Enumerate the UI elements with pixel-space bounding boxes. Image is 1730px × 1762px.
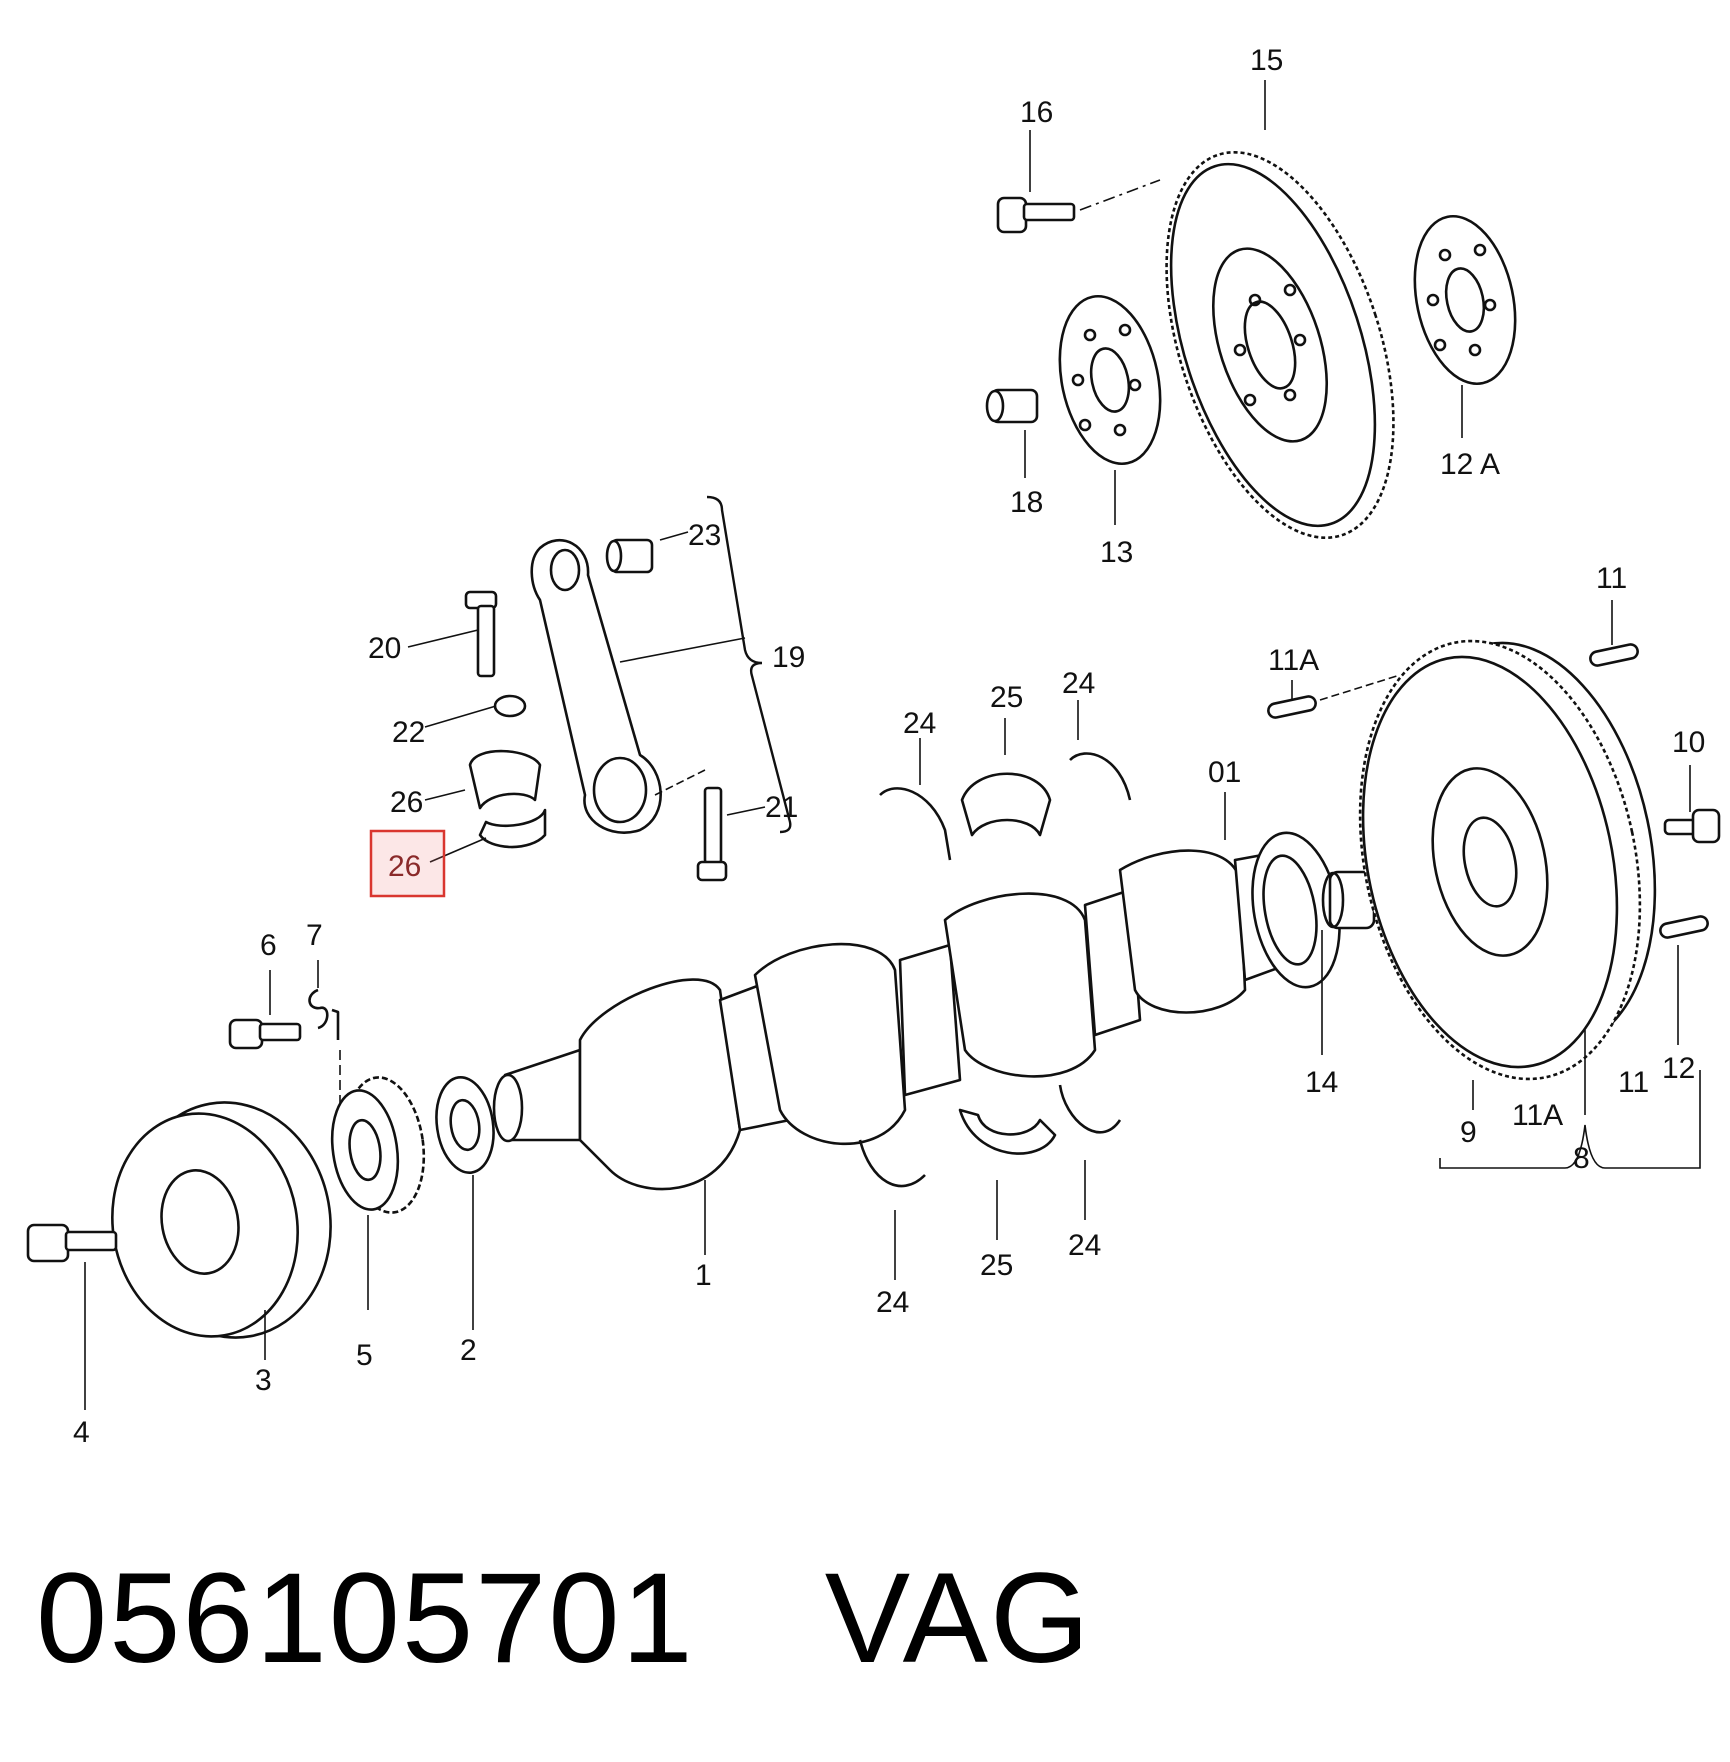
callout-23: 23	[688, 519, 721, 552]
callout-9: 9	[1460, 1116, 1477, 1149]
callout-18: 18	[1010, 486, 1043, 519]
bolt-20	[464, 590, 498, 678]
callout-25-upper: 25	[990, 681, 1023, 714]
callout-13: 13	[1100, 536, 1133, 569]
bolt-16	[996, 179, 1161, 234]
callout-24-upper-left: 24	[903, 707, 936, 740]
callout-8: 8	[1573, 1142, 1590, 1175]
highlight-box	[369, 829, 446, 898]
part-number-caption: 056105701 VAG	[36, 1545, 1092, 1692]
seal-2	[435, 1076, 495, 1174]
callout-15: 15	[1250, 44, 1283, 77]
washer-plate-13	[1058, 294, 1162, 466]
callout-25-lower: 25	[980, 1249, 1013, 1282]
bolt-4	[26, 1223, 118, 1263]
callout-24-lower-right: 24	[1068, 1229, 1101, 1262]
crankshaft-1	[492, 831, 1341, 1191]
sprocket-5	[330, 1076, 426, 1214]
callout-7: 7	[306, 919, 323, 952]
callout-3: 3	[255, 1364, 272, 1397]
callout-01: 01	[1208, 756, 1241, 789]
callout-12: 12	[1662, 1052, 1695, 1085]
pulley-3	[111, 1101, 332, 1339]
callout-19: 19	[772, 641, 805, 674]
callout-26-highlighted: 26	[388, 850, 421, 883]
part-number: 056105701	[36, 1547, 695, 1690]
callout-24-lower-left: 24	[876, 1286, 909, 1319]
bearing-shells-26	[468, 749, 547, 849]
bolt-10	[1663, 808, 1721, 844]
callout-4: 4	[73, 1416, 90, 1449]
callout-labels: 15 16 18 13 12 A 23 19 20 22 26 21 24 25…	[73, 44, 1705, 1449]
bracket-19	[706, 495, 792, 834]
nut-22	[493, 694, 527, 718]
parts-diagram: 15 16 18 13 12 A 23 19 20 22 26 21 24 25…	[26, 44, 1721, 1449]
callout-6: 6	[260, 929, 277, 962]
callout-22: 22	[392, 716, 425, 749]
callout-24-upper-right: 24	[1062, 667, 1095, 700]
callout-11a-top: 11A	[1268, 644, 1319, 677]
callout-26-upper: 26	[390, 786, 423, 819]
callout-11-bottom: 11	[1618, 1066, 1649, 1099]
callout-16: 16	[1020, 96, 1053, 129]
callout-10: 10	[1672, 726, 1705, 759]
clip-7	[308, 988, 341, 1110]
dowel-pins	[1267, 643, 1709, 939]
leader-lines	[84, 80, 1701, 1410]
bolt-6	[228, 1018, 302, 1050]
bush-18	[985, 388, 1039, 424]
callout-11a-bottom: 11A	[1512, 1099, 1563, 1132]
bush-23	[605, 538, 654, 574]
callout-20: 20	[368, 632, 401, 665]
thrust-washers-24	[858, 752, 1132, 1188]
callout-14: 14	[1305, 1066, 1338, 1099]
bolt-21	[696, 786, 728, 882]
callout-5: 5	[356, 1339, 373, 1372]
callout-2: 2	[460, 1334, 477, 1367]
dual-mass-flywheel-8	[1358, 639, 1657, 1081]
brand-name: VAG	[824, 1547, 1092, 1690]
callout-21: 21	[765, 791, 798, 824]
flywheel-15	[1165, 150, 1395, 540]
bearing-shells-25	[958, 772, 1057, 1155]
highlighted-callout-26[interactable]: 26	[369, 829, 446, 898]
callout-1: 1	[695, 1259, 712, 1292]
washer-plate-12a	[1413, 214, 1517, 386]
callout-12a: 12 A	[1440, 448, 1500, 481]
connecting-rod-19	[530, 538, 706, 834]
callout-11-top: 11	[1596, 562, 1627, 595]
